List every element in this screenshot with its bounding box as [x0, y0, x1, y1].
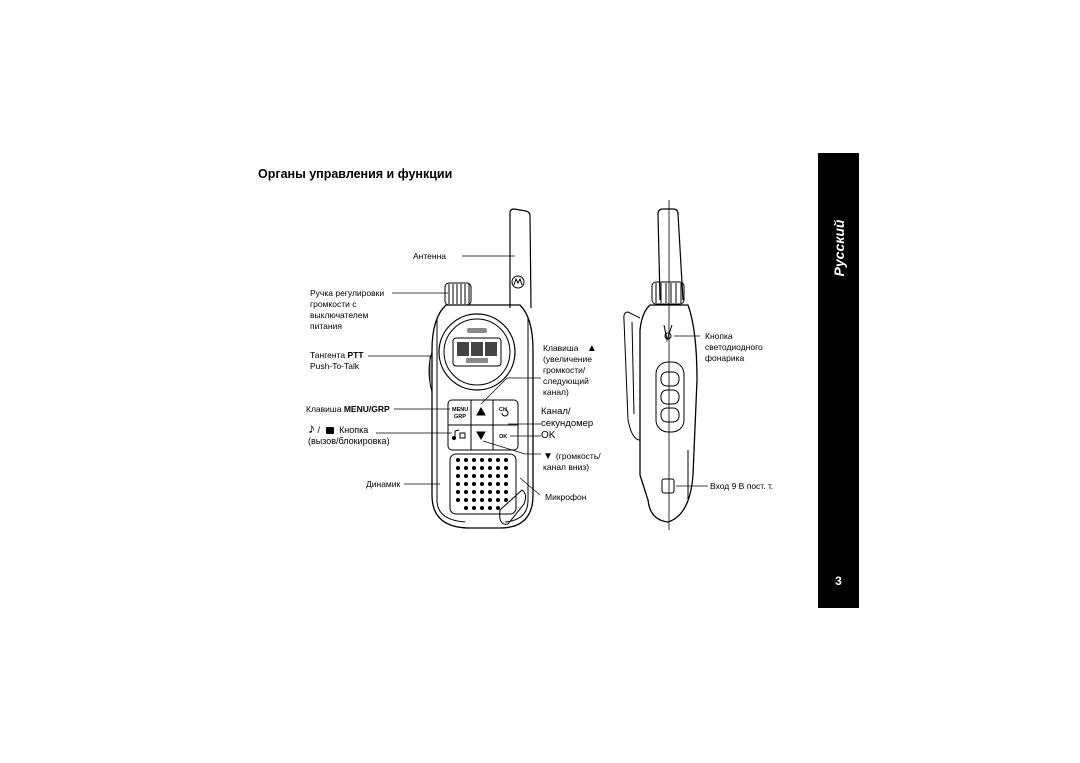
label-antenna: Антенна — [413, 251, 447, 261]
label-call-lock: ♪ / Кнопка (вызов/блокировка) — [308, 420, 390, 446]
label-down-key: ▼(громкость/ канал вниз) — [543, 451, 601, 472]
page-title: Органы управления и функции — [258, 167, 453, 181]
label-volume-knob: Ручка регулировки громкости с выключател… — [310, 288, 385, 331]
device-menu-text: MENU — [452, 407, 468, 413]
key-down-arrow-icon — [476, 431, 486, 441]
flashlight-icon — [663, 324, 673, 342]
key-up-arrow-icon — [476, 406, 486, 416]
dc-jack-icon — [661, 478, 675, 494]
label-flashlight: Кнопка светодиодного фонарика — [705, 331, 763, 363]
language-label: Русский — [830, 219, 847, 277]
lock-icon — [325, 427, 334, 434]
label-ptt: Тангента PTT Push-To-Talk — [310, 350, 364, 371]
label-speaker: Динамик — [366, 479, 401, 489]
music-note-icon: ♪ — [308, 420, 315, 436]
motorola-logo-icon — [511, 275, 525, 289]
device-ch-text: CH — [499, 407, 507, 413]
language-tab: Русский 3 — [818, 153, 859, 608]
device-ok-text: OK — [499, 434, 507, 440]
lcd-display — [452, 337, 502, 367]
label-dc-input: Вход 9 В пост. т. — [710, 481, 774, 491]
front-radio — [428, 208, 534, 529]
key-note-icon — [454, 429, 460, 438]
device-grp-text: GRP — [454, 414, 466, 420]
up-triangle-icon: ▲ — [586, 343, 597, 354]
page-number: 3 — [835, 574, 842, 588]
down-triangle-icon: ▼ — [543, 451, 553, 462]
label-channel: Канал/ секундомер OK — [541, 406, 594, 441]
side-radio — [623, 200, 698, 530]
label-menu-key: Клавиша MENU/GRP — [306, 404, 390, 414]
label-microphone: Микрофон — [545, 492, 587, 502]
key-lock-icon — [459, 432, 466, 439]
leader-lines — [368, 255, 708, 496]
label-up-key: Клавиша ▲ (увеличение громкости/ следующ… — [543, 343, 597, 397]
microphone-grip — [499, 489, 527, 525]
speaker-grille — [456, 458, 508, 510]
key-timer-icon — [501, 409, 509, 417]
